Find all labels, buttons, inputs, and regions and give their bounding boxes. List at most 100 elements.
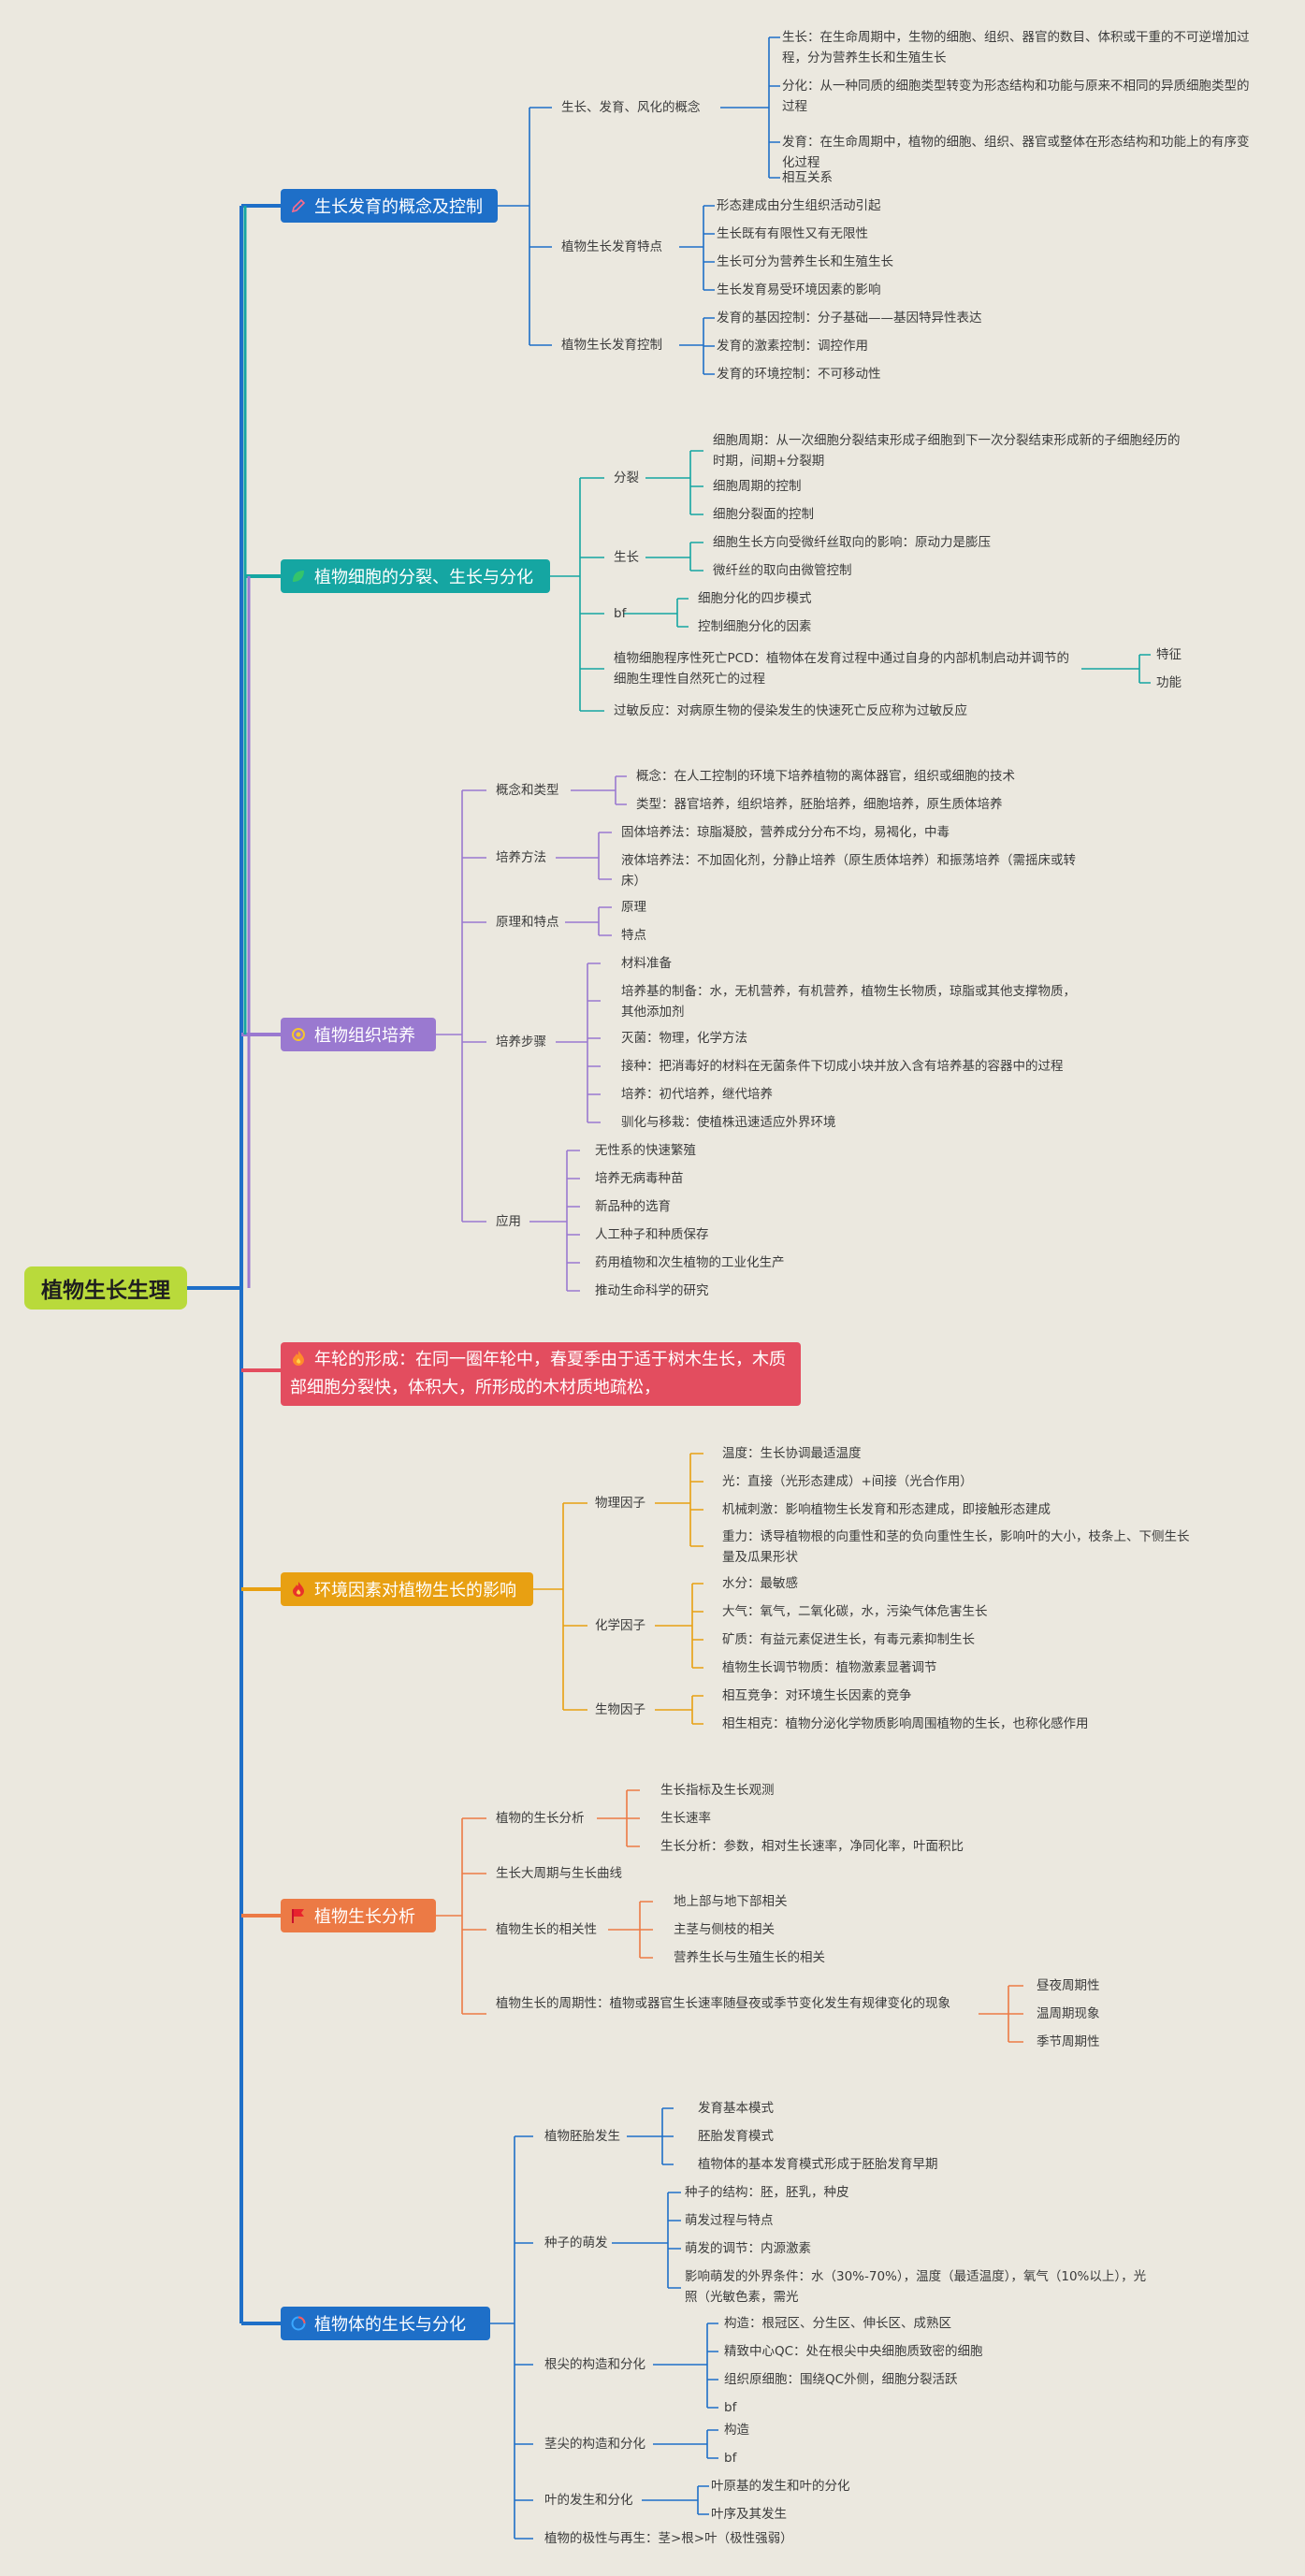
topic[interactable]: 茎尖的构造和分化 xyxy=(544,2437,645,2452)
leaf[interactable]: 形态建成由分生组织活动引起 xyxy=(717,198,881,213)
leaf[interactable]: 药用植物和次生植物的工业化生产 xyxy=(595,1255,785,1270)
topic[interactable]: 生长、发育、风化的概念 xyxy=(561,100,701,115)
topic[interactable]: 植物胚胎发生 xyxy=(544,2129,620,2144)
leaf[interactable]: 萌发的调节：内源激素 xyxy=(685,2241,811,2256)
leaf[interactable]: 植物生长调节物质：植物激素显著调节 xyxy=(722,1660,937,1675)
topic[interactable]: 植物生长的相关性 xyxy=(496,1922,597,1937)
leaf[interactable]: 萌发过程与特点 xyxy=(685,2213,774,2228)
topic[interactable]: 植物的生长分析 xyxy=(496,1811,585,1826)
leaf[interactable]: 季节周期性 xyxy=(1037,2034,1100,2049)
leaf[interactable]: 生长既有有限性又有无限性 xyxy=(717,226,868,241)
branch-cell-division[interactable]: 植物细胞的分裂、生长与分化 xyxy=(281,559,550,593)
topic[interactable]: 生长 xyxy=(614,550,639,565)
leaf[interactable]: 发育：在生命周期中，植物的细胞、组织、器官或整体在形态结构和功能上的有序变化过程 xyxy=(782,135,1250,170)
leaf[interactable]: 细胞周期的控制 xyxy=(713,479,802,494)
leaf[interactable]: 矿质：有益元素促进生长，有毒元素抑制生长 xyxy=(722,1632,975,1647)
leaf[interactable]: 生长指标及生长观测 xyxy=(660,1783,775,1798)
leaf[interactable]: 培养基的制备：水，无机营养，有机营养，植物生长物质，琼脂或其他支撑物质，其他添加… xyxy=(621,984,1076,1020)
leaf[interactable]: 材料准备 xyxy=(621,956,672,971)
leaf[interactable]: 发育的激素控制：调控作用 xyxy=(717,339,868,354)
leaf[interactable]: 液体培养法：不加固化剂，分静止培养（原生质体培养）和振荡培养（需摇床或转床） xyxy=(621,853,1076,889)
topic[interactable]: 化学因子 xyxy=(595,1618,645,1633)
leaf[interactable]: 人工种子和种质保存 xyxy=(595,1227,709,1242)
leaf[interactable]: 培养无病毒种苗 xyxy=(595,1171,684,1186)
leaf[interactable]: 细胞分化的四步模式 xyxy=(698,591,812,606)
leaf[interactable]: 概念：在人工控制的环境下培养植物的离体器官，组织或细胞的技术 xyxy=(636,769,1015,784)
leaf[interactable]: 生长分析：参数，相对生长速率，净同化率，叶面积比 xyxy=(660,1839,964,1854)
leaf[interactable]: 原理 xyxy=(621,900,646,915)
topic[interactable]: 植物生长发育控制 xyxy=(561,338,662,353)
leaf[interactable]: 新品种的选育 xyxy=(595,1199,671,1214)
topic[interactable]: 植物生长的周期性：植物或器官生长速率随昼夜或季节变化发生有规律变化的现象 xyxy=(496,1996,950,2011)
leaf[interactable]: 相互关系 xyxy=(782,170,833,185)
leaf[interactable]: 控制细胞分化的因素 xyxy=(698,619,812,634)
topic[interactable]: 叶的发生和分化 xyxy=(544,2493,633,2508)
leaf[interactable]: 叶序及其发生 xyxy=(711,2507,787,2522)
leaf[interactable]: 精致中心QC：处在根尖中央细胞质致密的细胞 xyxy=(724,2344,983,2359)
branch-tree-rings[interactable]: 年轮的形成：在同一圈年轮中，春夏季由于适于树木生长，木质部细胞分裂快，体积大，所… xyxy=(281,1342,801,1406)
leaf[interactable]: 影响萌发的外界条件：水（30%-70%），温度（最适温度），氧气（10%以上），… xyxy=(685,2269,1147,2305)
leaf[interactable]: 温度：生长协调最适温度 xyxy=(722,1446,862,1461)
topic[interactable]: 植物细胞程序性死亡PCD：植物体在发育过程中通过自身的内部机制启动并调节的细胞生… xyxy=(614,651,1069,687)
leaf[interactable]: 大气：氧气，二氧化碳，水，污染气体危害生长 xyxy=(722,1604,988,1619)
branch-growth-analysis[interactable]: 植物生长分析 xyxy=(281,1899,436,1932)
leaf[interactable]: 种子的结构：胚，胚乳，种皮 xyxy=(685,2185,849,2200)
leaf[interactable]: 地上部与地下部相关 xyxy=(674,1894,788,1909)
leaf[interactable]: 叶原基的发生和叶的分化 xyxy=(711,2479,850,2494)
leaf[interactable]: 昼夜周期性 xyxy=(1037,1978,1100,1993)
leaf[interactable]: 发育的基因控制：分子基础——基因特异性表达 xyxy=(717,311,982,326)
topic[interactable]: 原理和特点 xyxy=(496,915,559,930)
leaf[interactable]: 细胞生长方向受微纤丝取向的影响：原动力是膨压 xyxy=(713,535,991,550)
leaf[interactable]: 分化：从一种同质的细胞类型转变为形态结构和功能与原来不相同的异质细胞类型的过程 xyxy=(782,79,1250,114)
topic[interactable]: 生物因子 xyxy=(595,1702,645,1717)
root-topic[interactable]: 植物生长生理 xyxy=(24,1266,187,1310)
leaf[interactable]: 构造 xyxy=(724,2423,749,2438)
topic[interactable]: 根尖的构造和分化 xyxy=(544,2357,645,2372)
branch-tissue-culture[interactable]: 植物组织培养 xyxy=(281,1018,436,1051)
leaf[interactable]: 特点 xyxy=(621,928,646,943)
leaf[interactable]: 微纤丝的取向由微管控制 xyxy=(713,563,852,578)
leaf[interactable]: 植物体的基本发育模式形成于胚胎发育早期 xyxy=(698,2157,938,2172)
leaf[interactable]: 驯化与移栽：使植株迅速适应外界环境 xyxy=(621,1115,836,1130)
leaf[interactable]: 营养生长与生殖生长的相关 xyxy=(674,1950,825,1965)
leaf[interactable]: 固体培养法：琼脂凝胶，营养成分分布不均，易褐化，中毒 xyxy=(621,825,950,840)
leaf[interactable]: 光：直接（光形态建成）+间接（光合作用） xyxy=(722,1474,973,1489)
leaf[interactable]: 培养：初代培养，继代培养 xyxy=(621,1087,773,1102)
leaf[interactable]: 功能 xyxy=(1156,675,1182,690)
leaf[interactable]: 推动生命科学的研究 xyxy=(595,1283,709,1298)
topic[interactable]: 植物生长发育特点 xyxy=(561,239,662,254)
leaf[interactable]: 细胞分裂面的控制 xyxy=(713,507,814,522)
leaf[interactable]: bf xyxy=(724,2400,737,2415)
leaf[interactable]: 相互竞争：对环境生长因素的竞争 xyxy=(722,1688,912,1703)
leaf[interactable]: 类型：器官培养，组织培养，胚胎培养，细胞培养，原生质体培养 xyxy=(636,797,1003,812)
leaf[interactable]: 接种：把消毒好的材料在无菌条件下切成小块并放入含有培养基的容器中的过程 xyxy=(621,1059,1064,1074)
topic[interactable]: 概念和类型 xyxy=(496,783,559,798)
topic[interactable]: 培养步骤 xyxy=(496,1035,546,1049)
leaf[interactable]: 生长：在生命周期中，生物的细胞、组织、器官的数目、体积或干重的不可逆增加过程，分… xyxy=(782,30,1250,65)
topic[interactable]: 分裂 xyxy=(614,470,639,485)
leaf[interactable]: 生长可分为营养生长和生殖生长 xyxy=(717,254,893,269)
leaf[interactable]: 相生相克：植物分泌化学物质影响周围植物的生长，也称化感作用 xyxy=(722,1716,1089,1731)
topic[interactable]: 生长大周期与生长曲线 xyxy=(496,1866,622,1881)
leaf[interactable]: 生长速率 xyxy=(660,1811,711,1826)
leaf[interactable]: 胚胎发育模式 xyxy=(698,2129,774,2144)
leaf[interactable]: 无性系的快速繁殖 xyxy=(595,1143,696,1158)
topic[interactable]: 过敏反应：对病原生物的侵染发生的快速死亡反应称为过敏反应 xyxy=(614,703,967,718)
leaf[interactable]: 重力：诱导植物根的向重性和茎的负向重性生长，影响叶的大小，枝条上、下侧生长量及瓜… xyxy=(722,1529,1190,1565)
leaf[interactable]: 生长发育易受环境因素的影响 xyxy=(717,282,881,297)
leaf[interactable]: 细胞周期：从一次细胞分裂结束形成子细胞到下一次分裂结束形成新的子细胞经历的时期，… xyxy=(713,433,1181,469)
topic[interactable]: 应用 xyxy=(496,1214,521,1229)
leaf[interactable]: 特征 xyxy=(1156,647,1182,662)
topic[interactable]: bf xyxy=(614,606,627,621)
branch-plant-development[interactable]: 植物体的生长与分化 xyxy=(281,2307,490,2340)
leaf[interactable]: bf xyxy=(724,2451,737,2466)
leaf[interactable]: 发育的环境控制：不可移动性 xyxy=(717,367,881,382)
leaf[interactable]: 构造：根冠区、分生区、伸长区、成熟区 xyxy=(724,2316,951,2331)
topic[interactable]: 培养方法 xyxy=(496,850,546,865)
leaf[interactable]: 温周期现象 xyxy=(1037,2006,1100,2021)
branch-environment[interactable]: 环境因素对植物生长的影响 xyxy=(281,1572,533,1606)
leaf[interactable]: 发育基本模式 xyxy=(698,2101,774,2116)
topic[interactable]: 植物的极性与再生：茎>根>叶（极性强弱） xyxy=(544,2531,793,2546)
branch-growth-concept[interactable]: 生长发育的概念及控制 xyxy=(281,189,498,223)
leaf[interactable]: 灭菌：物理，化学方法 xyxy=(621,1031,747,1046)
